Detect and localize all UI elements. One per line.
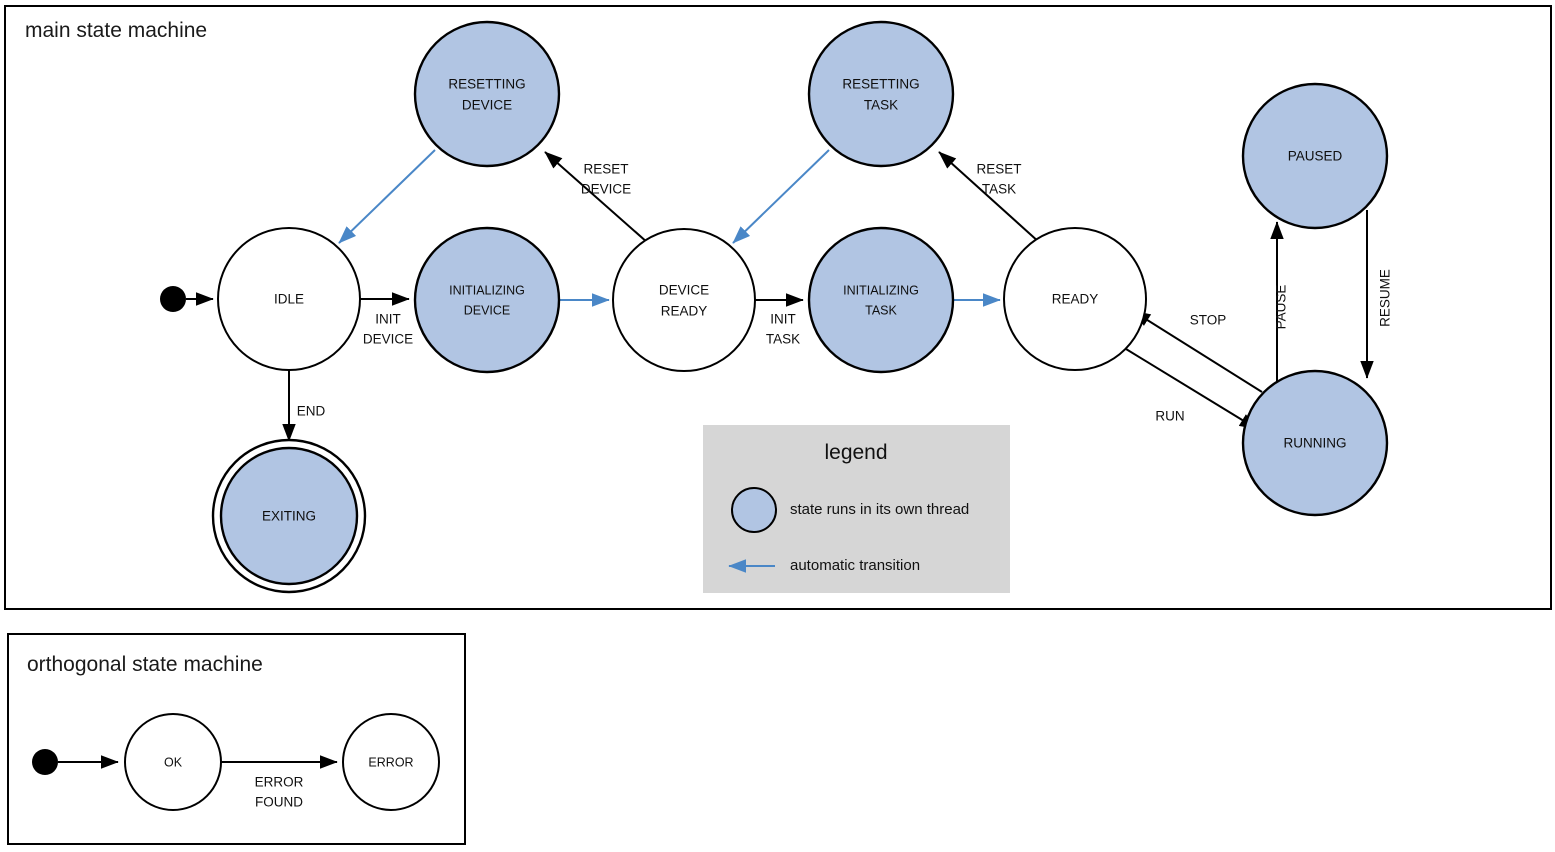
- state-label-resetting-device-line2: DEVICE: [462, 98, 512, 113]
- legend-panel: legend state runs in its own thread auto…: [703, 425, 1010, 593]
- state-label-ok: OK: [164, 755, 183, 769]
- state-shape-device-ready: [612, 228, 756, 372]
- edge-label-pause: PAUSE: [1274, 285, 1289, 330]
- state-shape-running: [1241, 369, 1389, 517]
- state-shape-resetting-task: [807, 20, 955, 168]
- orthogonal-frame-border: [7, 633, 466, 845]
- edge-label-init-device-line2: DEVICE: [363, 332, 413, 347]
- state-shape-paused: [1241, 82, 1389, 230]
- edge-label-init-task-line1: INIT: [770, 312, 796, 327]
- legend-item-automatic-text: automatic transition: [790, 557, 920, 574]
- edge-label-reset-task-line1: RESET: [976, 162, 1021, 177]
- state-label-initializing-task-line1: INITIALIZING: [843, 283, 919, 297]
- state-label-ready: READY: [1052, 292, 1099, 307]
- state-node-ok[interactable]: OK: [124, 713, 222, 811]
- legend-thread-state-swatch-icon: [731, 487, 777, 533]
- state-node-ready[interactable]: READY: [1003, 227, 1147, 371]
- state-node-paused[interactable]: PAUSED: [1241, 82, 1389, 230]
- state-shape-idle: [217, 227, 361, 371]
- edge-ready-to-running: [1125, 348, 1258, 430]
- state-node-device-ready[interactable]: DEVICE READY: [612, 228, 756, 372]
- edge-label-init-task-line2: TASK: [766, 332, 800, 347]
- state-shape-initializing-task: [807, 226, 955, 374]
- state-label-device-ready-line1: DEVICE: [659, 283, 709, 298]
- state-shape-ready: [1003, 227, 1147, 371]
- edge-label-reset-task-line2: TASK: [982, 182, 1016, 197]
- state-shape-initializing-device: [413, 226, 561, 374]
- state-label-initializing-device-line1: INITIALIZING: [449, 283, 525, 297]
- state-label-initializing-task-line2: TASK: [865, 303, 897, 317]
- start-node-main: [160, 286, 186, 312]
- edge-label-stop: STOP: [1190, 313, 1227, 328]
- edge-label-init-device-line1: INIT: [375, 312, 401, 327]
- state-node-initializing-task[interactable]: INITIALIZING TASK: [807, 226, 955, 374]
- edge-running-to-ready: [1132, 310, 1263, 393]
- edge-label-reset-device-line2: DEVICE: [581, 182, 631, 197]
- edge-label-error-found-line1: ERROR: [255, 775, 304, 790]
- state-node-error[interactable]: ERROR: [342, 713, 440, 811]
- edge-resetting-task-to-device-ready: [732, 149, 830, 244]
- state-shape-error: [342, 713, 440, 811]
- edge-label-error-found-line2: FOUND: [255, 795, 303, 810]
- edge-resetting-device-to-idle: [338, 149, 436, 244]
- state-node-idle[interactable]: IDLE: [217, 227, 361, 371]
- main-frame-border: [4, 5, 1552, 610]
- orthogonal-frame-title: orthogonal state machine: [27, 653, 263, 676]
- start-node-orthogonal: [32, 749, 58, 775]
- edge-ready-to-resetting-task: [938, 151, 1041, 244]
- edge-label-run: RUN: [1155, 409, 1184, 424]
- state-label-device-ready-line2: READY: [661, 304, 708, 319]
- legend-item-thread-text: state runs in its own thread: [790, 501, 969, 518]
- state-label-exiting: EXITING: [262, 509, 316, 524]
- edge-label-end: END: [297, 404, 326, 419]
- legend-title: legend: [824, 441, 887, 464]
- state-label-resetting-device-line1: RESETTING: [448, 77, 525, 92]
- state-label-resetting-task-line1: RESETTING: [842, 77, 919, 92]
- state-shape-resetting-device: [413, 20, 561, 168]
- state-label-initializing-device-line2: DEVICE: [464, 303, 511, 317]
- state-shape-ok: [124, 713, 222, 811]
- state-node-resetting-device[interactable]: RESETTING DEVICE: [413, 20, 561, 168]
- state-label-idle: IDLE: [274, 292, 304, 307]
- edge-label-reset-device-line1: RESET: [583, 162, 628, 177]
- edge-device-ready-to-resetting-device: [544, 151, 649, 244]
- state-shape-exiting: [219, 446, 359, 586]
- state-node-exiting[interactable]: EXITING: [211, 438, 367, 594]
- state-node-running[interactable]: RUNNING: [1241, 369, 1389, 517]
- edge-label-resume: RESUME: [1378, 269, 1393, 327]
- state-label-running: RUNNING: [1284, 436, 1347, 451]
- state-node-initializing-device[interactable]: INITIALIZING DEVICE: [413, 226, 561, 374]
- state-label-error: ERROR: [368, 755, 413, 769]
- state-label-resetting-task-line2: TASK: [864, 98, 898, 113]
- main-frame-title: main state machine: [25, 19, 207, 42]
- state-node-resetting-task[interactable]: RESETTING TASK: [807, 20, 955, 168]
- state-label-paused: PAUSED: [1288, 149, 1343, 164]
